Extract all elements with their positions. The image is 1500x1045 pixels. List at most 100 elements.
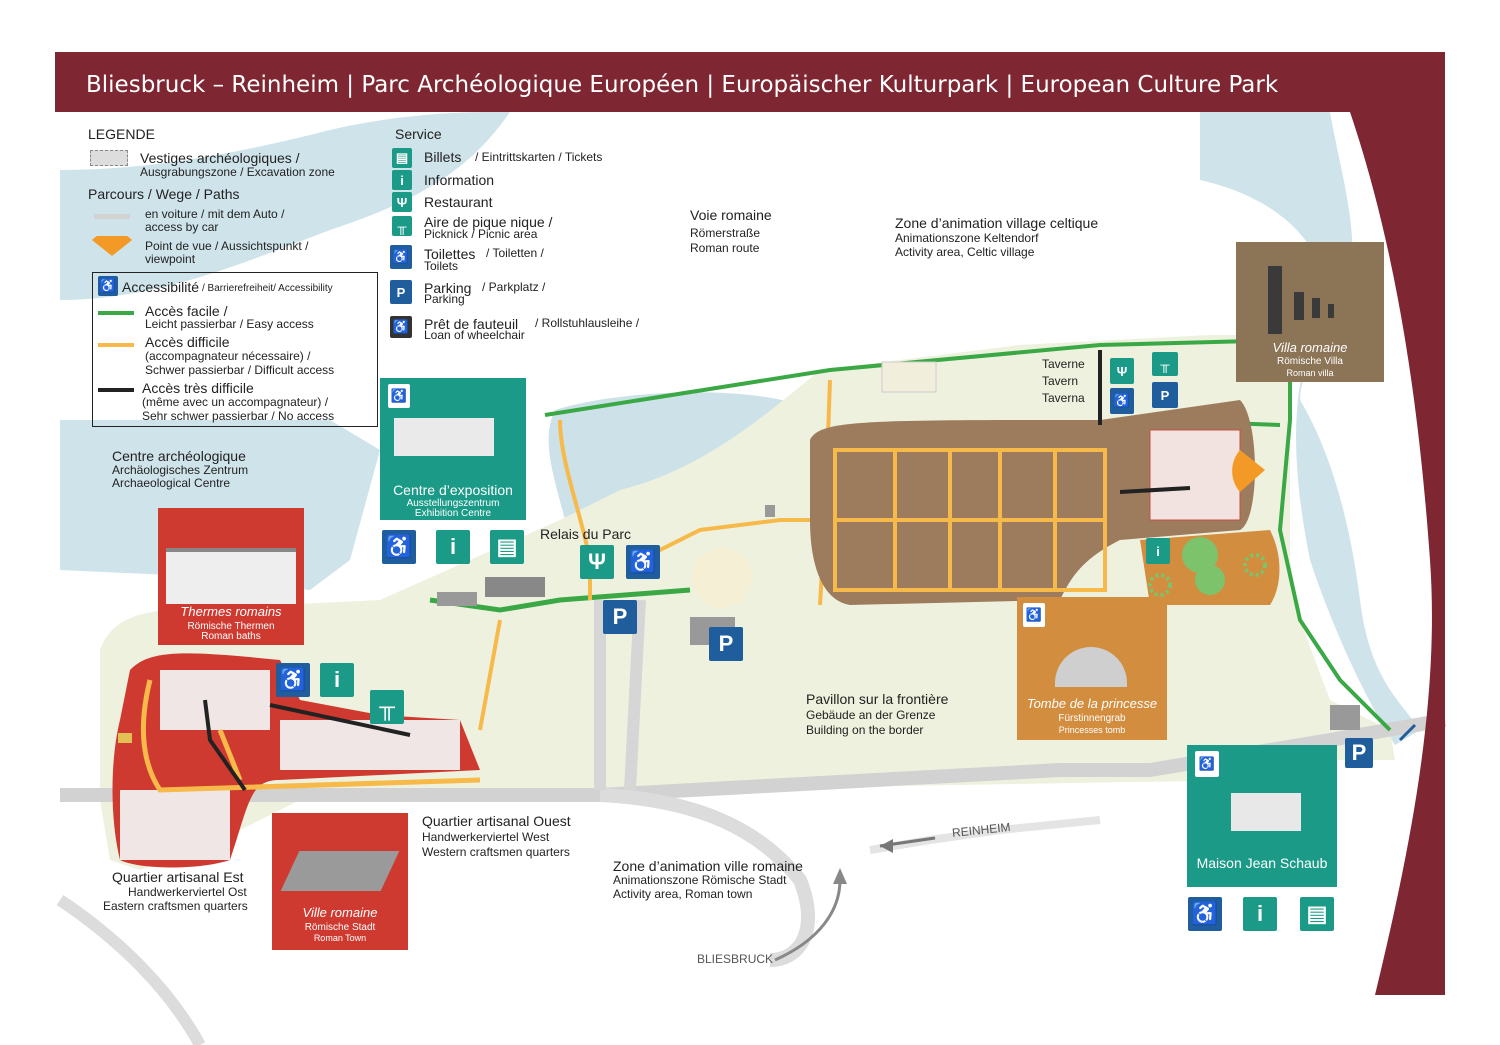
celtic-label-en: Activity area, Celtic village — [895, 245, 1035, 259]
ticket-icon: ▤ — [1300, 897, 1334, 931]
road — [869, 816, 1101, 854]
villa-box: Villa romaine Römische Villa Roman villa — [1236, 242, 1384, 382]
legend-car-sub: access by car — [145, 220, 219, 234]
maison-building — [1231, 793, 1301, 831]
ville-label: Ville romaine — [302, 905, 378, 920]
service-information: Information — [424, 172, 495, 188]
tomb-box: ♿ Tombe de la princesse Fürstinnengrab P… — [1017, 597, 1167, 740]
pavillon-label-de: Gebäude an der Grenze — [806, 708, 936, 722]
difficult-path — [478, 619, 502, 731]
parking-icon: P — [390, 280, 412, 304]
difficult-path-swatch — [98, 343, 134, 347]
legend-difficult-sub2: Schwer passierbar / Difficult access — [145, 363, 335, 377]
legend-vestiges-sub: Ausgrabungszone / Excavation zone — [140, 165, 335, 179]
ouest-label-en: Western craftsmen quarters — [422, 845, 570, 859]
tombe-label-de: Fürstinnengrab — [1058, 713, 1126, 724]
villa-label: Villa romaine — [1272, 340, 1348, 355]
picnic-icon: ╥ — [370, 690, 404, 724]
thermes-box: Thermes romains Römische Thermen Roman b… — [158, 508, 304, 645]
taverne-label-en: Taverna — [1042, 391, 1085, 405]
celtic-village — [881, 361, 937, 393]
bliesbruck-road-label: BLIESBRUCK — [697, 952, 774, 966]
restaurant-icon: Ψ — [392, 192, 412, 212]
villa-label-de: Römische Villa — [1277, 356, 1343, 367]
villa-ruins — [1149, 429, 1241, 521]
info-icon: i — [1243, 897, 1277, 931]
toilets-icon: ♿ — [390, 245, 412, 269]
arrow-icon — [1398, 723, 1417, 742]
info-icon: i — [436, 530, 470, 564]
parking-icon: P — [1345, 738, 1373, 768]
est-label-en: Eastern craftsmen quarters — [103, 899, 248, 913]
expo-label: Centre d’exposition — [393, 482, 513, 498]
pavillon-label: Pavillon sur la frontière — [806, 691, 949, 707]
picnic-icon: ╥ — [1152, 352, 1178, 376]
voie-label: Voie romaine — [690, 207, 772, 223]
service-parking-sub2: Parking — [424, 292, 465, 306]
parking-icon: P — [603, 600, 637, 634]
excavation-swatch — [90, 150, 128, 166]
thermes-label-en: Roman baths — [201, 631, 261, 642]
column-icon — [1268, 266, 1282, 334]
legend-car: en voiture / mit dem Auto / — [145, 207, 285, 221]
legend-accessibility-sub: / Barrierefreiheit/ Accessibility — [202, 283, 333, 294]
legend-very-difficult: Accès très difficile — [142, 380, 254, 396]
expo-label-de: Ausstellungszentrum — [406, 498, 500, 509]
road — [60, 713, 1447, 802]
wheelchair-icon: ♿ — [98, 276, 118, 296]
ouest-label: Quartier artisanal Ouest — [422, 813, 571, 829]
zone-ville-label-en: Activity area, Roman town — [613, 887, 753, 901]
centre-arch-label-en: Archaeological Centre — [112, 476, 231, 490]
difficult-path — [649, 518, 820, 557]
service-parking: Parking — [424, 280, 472, 296]
taverne-label-de: Tavern — [1042, 374, 1079, 388]
wheelchair-icon: ♿ — [1195, 751, 1219, 777]
toilets-icon: ♿ — [626, 545, 660, 579]
info-icon: i — [1146, 538, 1170, 564]
info-icon: i — [320, 663, 354, 697]
ville-label-en: Roman Town — [313, 933, 367, 943]
celtic-label-de: Animationszone Keltendorf — [895, 231, 1039, 245]
ticket-icon: ▤ — [490, 530, 524, 564]
service-wheelchair-sub: / Rollstuhlausleihe / — [535, 316, 640, 330]
very-difficult-path — [1098, 350, 1191, 494]
maison-label: Maison Jean Schaub — [1196, 855, 1328, 871]
legend-easy: Accès facile / — [145, 303, 228, 319]
legend-heading: LEGENDE — [88, 126, 155, 142]
voie-label-de: Römerstraße — [690, 226, 761, 240]
difficult-path — [141, 679, 481, 793]
service-picnic-sub: Picknick / Picnic area — [424, 227, 538, 241]
wheelchair-icon: ♿ — [388, 384, 410, 408]
parking-icon: P — [709, 627, 743, 661]
baths-ruins — [160, 670, 270, 730]
legend-very-difficult-sub: (même avec un accompagnateur) / — [142, 395, 329, 409]
exhibition-centre-box: ♿ Centre d’exposition Ausstellungszentru… — [380, 378, 526, 520]
service-toilets: Toilettes — [424, 246, 476, 262]
villa-label-en: Roman villa — [1286, 368, 1334, 378]
viewpoint-icon — [92, 231, 132, 256]
ville-label-de: Römische Stadt — [304, 922, 376, 933]
legend-very-difficult-sub2: Sehr schwer passierbar / No access — [142, 409, 335, 423]
wheelchair-icon: ♿ — [1023, 603, 1045, 627]
legend-paths-heading: Parcours / Wege / Paths — [88, 186, 240, 202]
restaurant-icon: Ψ — [580, 545, 614, 579]
river — [1200, 112, 1420, 745]
excavation-grid — [833, 448, 1107, 592]
tombe-label: Tombe de la princesse — [1026, 696, 1158, 711]
ticket-icon: ▤ — [392, 148, 412, 168]
car-path-swatch — [94, 214, 130, 219]
picnic-icon: ╥ — [392, 216, 412, 236]
service-picnic: Aire de pique nique / — [424, 214, 553, 230]
parking-icon: P — [1152, 382, 1178, 408]
celtic-label: Zone d’animation village celtique — [895, 215, 1099, 231]
thermes-label-de: Römische Thermen — [187, 621, 275, 632]
legend-difficult-sub: (accompagnateur nécessaire) / — [145, 349, 311, 363]
toilets-icon: ♿ — [276, 663, 310, 697]
title-bar — [55, 52, 1445, 112]
voie-label-en: Roman route — [690, 241, 760, 255]
viewpoint-icon — [1232, 450, 1265, 492]
relais-du-parc — [692, 548, 752, 608]
expo-label-en: Exhibition Centre — [414, 508, 492, 519]
page-title: Bliesbruck – Reinheim | Parc Archéologiq… — [86, 72, 1279, 98]
